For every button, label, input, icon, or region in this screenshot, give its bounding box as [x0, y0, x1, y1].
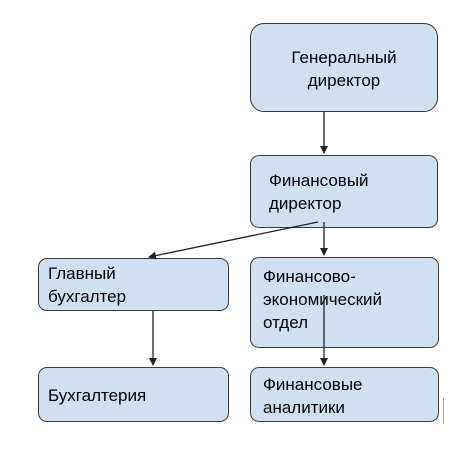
- node-label-line: Финансовый: [269, 171, 369, 190]
- node-chief-accountant: Главный бухгалтер: [38, 258, 229, 311]
- node-label-line: отдел: [263, 313, 309, 332]
- node-label-line: Финансовые: [263, 375, 363, 394]
- node-label-line: Генеральный: [291, 48, 397, 67]
- node-label-line: бухгалтер: [48, 287, 127, 306]
- node-label-line: Бухгалтерия: [48, 386, 147, 405]
- node-accounting: Бухгалтерия: [38, 367, 229, 422]
- node-general-director: Генеральный директор: [250, 23, 438, 112]
- node-label-line: директор: [269, 194, 342, 213]
- node-financial-economic-department: Финансово- экономический отдел: [250, 257, 439, 348]
- edge-divider: [443, 398, 444, 424]
- node-financial-analysts: Финансовые аналитики: [250, 367, 439, 422]
- node-label-line: Главный: [48, 264, 116, 283]
- node-label-line: директор: [307, 71, 381, 90]
- node-label-line: экономический: [263, 290, 383, 309]
- node-label-line: Финансово-: [263, 267, 356, 286]
- node-financial-director: Финансовый директор: [250, 155, 438, 228]
- node-label-line: аналитики: [263, 398, 345, 417]
